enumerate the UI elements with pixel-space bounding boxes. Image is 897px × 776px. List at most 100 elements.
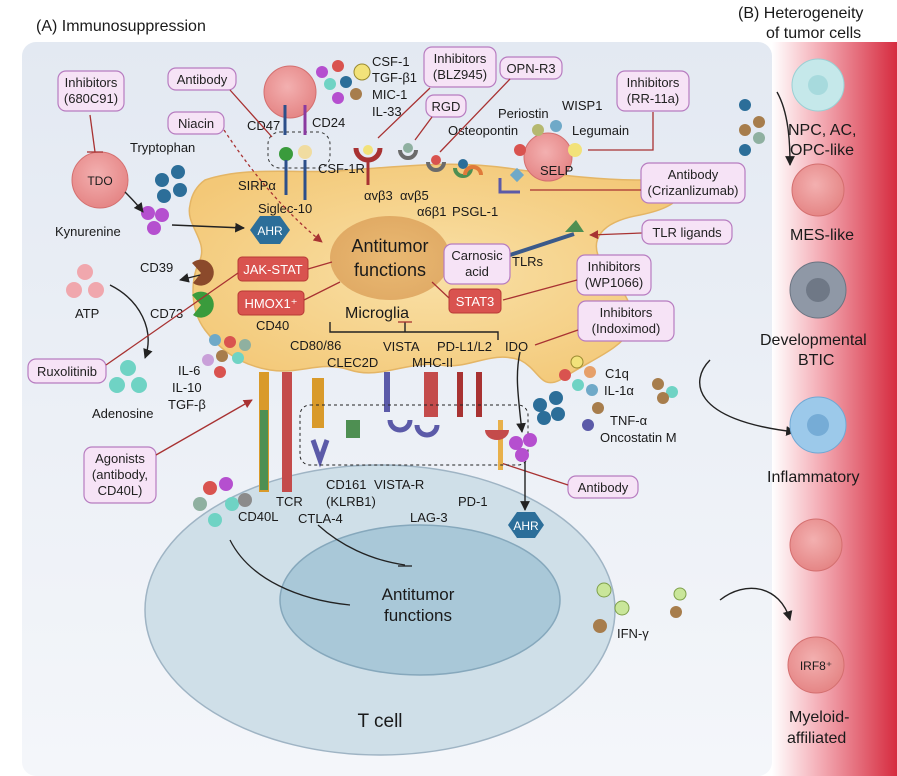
arrow-to-irf8 [719, 587, 793, 621]
inh-rr11a [588, 112, 654, 151]
arrow-kyn-ahr [171, 222, 245, 233]
tryptophan-dots [155, 165, 187, 203]
tumor-cell-cd47 [263, 65, 317, 119]
ahr-tcell-hexagon [508, 512, 544, 538]
label-il10: IL-10 [172, 380, 202, 395]
svg-text:Antibody: Antibody [668, 167, 719, 182]
box-carnosic-acid: Carnosic acid [443, 243, 511, 285]
inh-stat3-antitumor [431, 281, 450, 299]
tumor-cell-selp [523, 132, 573, 182]
box-inhibitors-wp1066: Inhibitors (WP1066) [576, 254, 652, 296]
label-avb3: αvβ3 [364, 188, 393, 203]
mes-label: MES-like [790, 227, 854, 244]
box-antibody-pd1: Antibody [567, 475, 639, 499]
box-opn-r3: OPN-R3 [499, 56, 563, 80]
label-ido: IDO [505, 339, 528, 354]
t-cell-label: T cell [357, 711, 402, 732]
inflammatory-label: Inflammatory [767, 469, 859, 486]
myeloid-line2: affiliated [787, 730, 846, 747]
selp-ligand-dots [509, 120, 582, 183]
ifng-dots [593, 582, 630, 633]
myeloid-dots [670, 587, 687, 618]
label-legumain: Legumain [572, 123, 629, 138]
arrow-niacin [223, 129, 323, 243]
siglec-head [298, 145, 312, 159]
microglia-nucleus [330, 216, 450, 300]
label-vista-r: VISTA-R [374, 477, 424, 492]
sirpa-head [279, 147, 293, 161]
ahr-tcell-label: AHR [513, 519, 539, 533]
label-cd161-line2: (KLRB1) [326, 494, 376, 509]
box-agonists: Agonists (antibody, CD40L) [83, 446, 157, 504]
npc-line1: NPC, AC, [788, 122, 856, 139]
atp-dots [66, 264, 104, 298]
integrin-group [398, 143, 483, 178]
svg-text:(Indoximod): (Indoximod) [592, 321, 661, 336]
inh-hmox-antitumor [303, 281, 341, 301]
label-ifng: IFN-γ [617, 626, 649, 641]
box-tlr-ligands: TLR ligands [641, 219, 733, 245]
inh-blz945 [377, 87, 431, 139]
cd39-shape [192, 259, 214, 286]
label-clec2d: CLEC2D [327, 355, 378, 370]
label-vista: VISTA [383, 339, 420, 354]
label-c1q: C1q [605, 366, 629, 381]
arrow-to-inflammatory [699, 359, 796, 436]
arrow-agonists [155, 399, 253, 456]
arrow-tlr-ligands [589, 230, 643, 240]
svg-text:(antibody,: (antibody, [92, 467, 148, 482]
label-tnfa: TNF-α [610, 413, 648, 428]
cd40l-dots [193, 477, 252, 527]
antitumor-line1: Antitumor [351, 236, 428, 256]
svg-text:(BLZ945): (BLZ945) [433, 67, 487, 82]
svg-text:Ruxolitinib: Ruxolitinib [37, 364, 97, 379]
hmox1-box [237, 290, 305, 316]
label-periostin: Periostin [498, 106, 549, 121]
npc-dots [739, 99, 765, 156]
svg-text:(680C91): (680C91) [64, 91, 118, 106]
inh-ruxolitinib [105, 272, 239, 366]
svg-text:Inhibitors: Inhibitors [627, 75, 680, 90]
box-niacin: Niacin [167, 111, 225, 135]
svg-text:Carnosic: Carnosic [451, 248, 503, 263]
label-kynurenine: Kynurenine [55, 224, 121, 239]
label-a6b1: α6β1 [417, 204, 446, 219]
svg-text:Inhibitors: Inhibitors [588, 259, 641, 274]
csf1-dots [316, 60, 371, 104]
label-lag3: LAG-3 [410, 510, 448, 525]
tumor-cell-irf8 [787, 636, 845, 694]
svg-text:Inhibitors: Inhibitors [434, 51, 487, 66]
inh-rgd [414, 116, 433, 141]
label-mhc2: MHC-II [412, 355, 453, 370]
cd47-cd24-dashed-group [267, 131, 331, 169]
label-sirpa: SIRPα [238, 178, 276, 193]
svg-text:Antibody: Antibody [177, 72, 228, 87]
t-cell-nucleus [279, 524, 561, 676]
label-adenosine: Adenosine [92, 406, 153, 421]
box-rgd: RGD [425, 94, 467, 118]
inh-cd40l-antitumor [229, 539, 351, 606]
box-antibody-crizanlizumab: Antibody (Crizanlizumab) [640, 162, 746, 204]
label-cd73: CD73 [150, 306, 183, 321]
arrow-tdo-kyn [124, 191, 144, 213]
label-selp: SELP [540, 163, 573, 178]
svg-text:acid: acid [465, 264, 489, 279]
label-atp: ATP [75, 306, 99, 321]
label-tryptophan: Tryptophan [130, 140, 195, 155]
label-siglec10: Siglec-10 [258, 201, 312, 216]
label-il1a: IL-1α [604, 383, 634, 398]
box-inhibitors-680c91: Inhibitors (680C91) [57, 70, 125, 112]
svg-text:Inhibitors: Inhibitors [65, 75, 118, 90]
inh-indoximod [534, 329, 579, 346]
label-osteopontin: Osteopontin [448, 123, 518, 138]
label-pdl1l2: PD-L1/L2 [437, 339, 492, 354]
dev-line2: BTIC [798, 352, 834, 369]
svg-text:(Crizanlizumab): (Crizanlizumab) [647, 183, 738, 198]
svg-text:CD40L): CD40L) [98, 483, 143, 498]
label-tgfb1: TGF-β1 [372, 70, 417, 85]
arrow-cd39 [179, 273, 201, 283]
svg-text:Niacin: Niacin [178, 116, 214, 131]
microglia-label: Microglia [345, 305, 409, 322]
tumor-cell-developmental [789, 261, 847, 319]
inflammatory-dots [652, 378, 678, 404]
